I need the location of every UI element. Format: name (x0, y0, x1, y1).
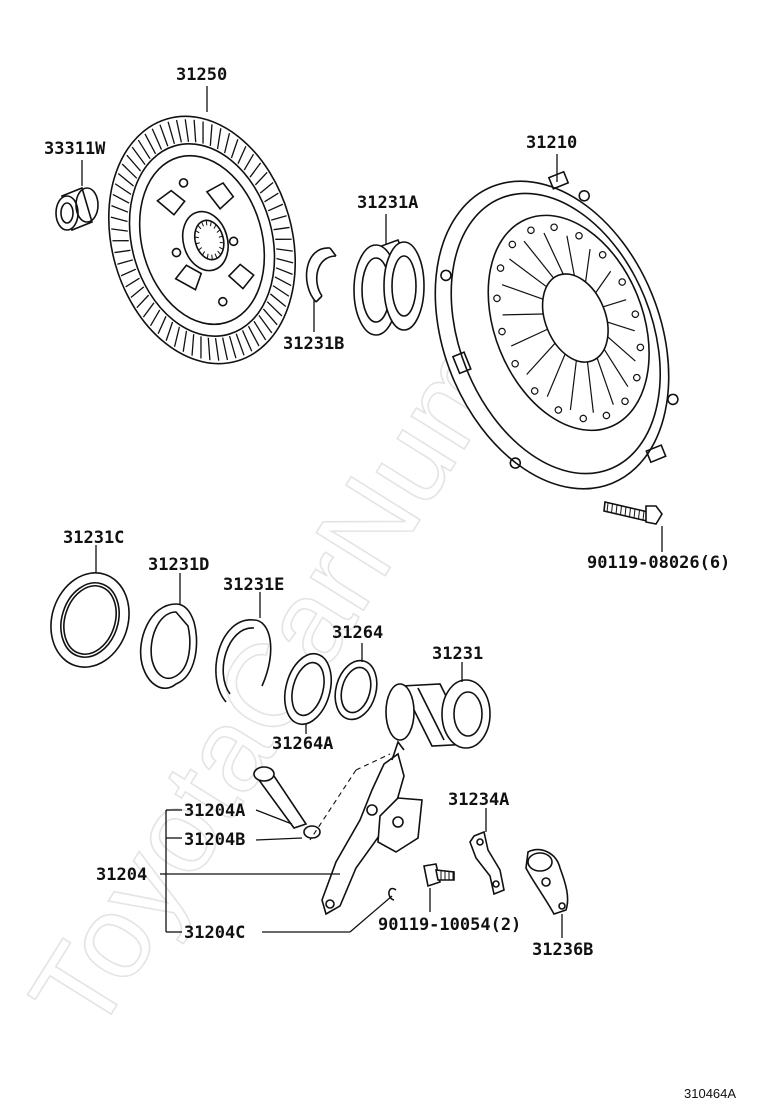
label-31204a: 31204A (184, 801, 245, 821)
ring-31231e[interactable] (215, 619, 272, 703)
label-31204b: 31204B (184, 830, 245, 850)
bracket-31234a[interactable] (469, 830, 505, 896)
release-bearing-31231a[interactable] (353, 238, 425, 336)
washer-31264[interactable] (329, 656, 383, 724)
snap-ring-31231b[interactable] (305, 247, 337, 303)
label-31234a: 31234A (448, 790, 509, 810)
release-fork-31204[interactable] (321, 740, 423, 916)
pivot-pin-31204a[interactable] (253, 766, 308, 829)
label-31231c: 31231C (63, 528, 124, 548)
label-31236b: 31236B (532, 940, 593, 960)
seal-31231c[interactable] (39, 563, 141, 678)
label-31204c: 31204C (184, 923, 245, 943)
clutch-cover-31210[interactable] (392, 146, 712, 524)
label-31231d: 31231D (148, 555, 209, 575)
bolt-90119-10054[interactable] (423, 863, 455, 888)
label-31250: 31250 (176, 65, 227, 85)
label-31204: 31204 (96, 865, 147, 885)
washer-31264a[interactable] (277, 649, 338, 730)
clip-31204b[interactable] (303, 825, 321, 839)
label-31231b: 31231B (283, 334, 344, 354)
label-90119-10054: 90119-10054(2) (378, 915, 521, 935)
label-90119-08026: 90119-08026(6) (587, 553, 730, 573)
clip-31204c[interactable] (388, 887, 397, 901)
dust-boot-31236b[interactable] (525, 848, 569, 915)
label-31210: 31210 (526, 133, 577, 153)
clutch-disc-31250[interactable] (81, 94, 323, 386)
label-31231e: 31231E (223, 575, 284, 595)
bearing-sleeve-31231[interactable] (385, 679, 491, 749)
label-31231a: 31231A (357, 193, 418, 213)
label-31264: 31264 (332, 623, 383, 643)
label-31231: 31231 (432, 644, 483, 664)
diagram-ref-code: 310464A (684, 1086, 736, 1101)
label-31264a: 31264A (272, 734, 333, 754)
bolt-90119-08026[interactable] (603, 501, 663, 525)
clip-31231d[interactable] (139, 603, 198, 689)
pilot-bearing-33311w[interactable] (55, 186, 99, 232)
label-33311w: 33311W (44, 139, 106, 159)
